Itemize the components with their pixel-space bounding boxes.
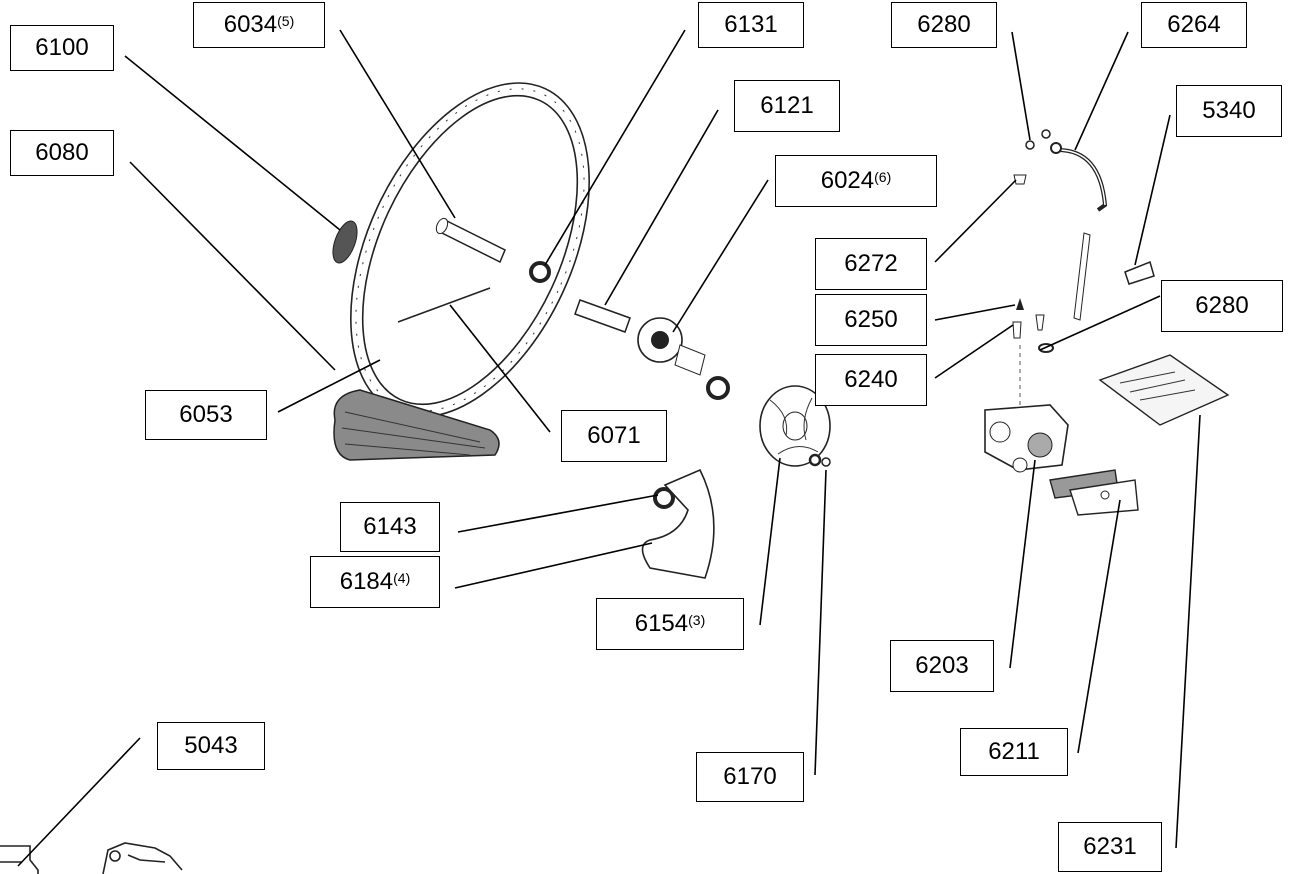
bleeder-valve — [1012, 321, 1022, 339]
label-6280-top: 6280 — [891, 2, 997, 48]
hub — [637, 317, 706, 376]
leader-6170 — [814, 469, 827, 776]
banjo-bolt — [1013, 174, 1027, 185]
spacer — [574, 299, 631, 333]
axle — [435, 217, 506, 264]
leader-6053 — [277, 359, 381, 413]
leader-6240 — [934, 324, 1014, 379]
brake-line — [1050, 142, 1108, 321]
bleeder-screw — [1035, 314, 1045, 331]
leader-6154 — [759, 457, 781, 626]
leader-6143 — [457, 494, 659, 533]
guard-bushing — [653, 487, 675, 509]
disc-bolt — [821, 457, 831, 467]
leader-6264 — [1074, 31, 1129, 151]
disc-washer — [808, 453, 822, 467]
brake-disc — [759, 385, 831, 467]
leader-6280-mid — [1039, 295, 1161, 351]
seal — [529, 261, 551, 283]
label-5043: 5043 — [157, 722, 265, 770]
gasket-kit-bag — [1098, 354, 1230, 426]
label-6071: 6071 — [561, 410, 667, 462]
washer-top — [1025, 140, 1035, 150]
label-6184: 6184(4) — [310, 556, 440, 608]
label-6100: 6100 — [10, 25, 114, 71]
leader-6121 — [604, 109, 719, 306]
leader-6071 — [449, 304, 551, 433]
leader-6131 — [544, 29, 686, 266]
leader-6211 — [1077, 499, 1121, 754]
label-6211: 6211 — [960, 728, 1068, 776]
label-6272: 6272 — [815, 238, 927, 290]
label-6053: 6053 — [145, 390, 267, 440]
label-6121: 6121 — [734, 80, 840, 132]
leader-6280-top — [1011, 31, 1031, 141]
brake-pads — [1049, 469, 1139, 516]
rim-tape — [332, 220, 358, 264]
leader-6080 — [129, 161, 336, 371]
label-6231: 6231 — [1058, 822, 1162, 872]
label-6131: 6131 — [698, 2, 804, 48]
disc-guard — [641, 468, 715, 579]
label-6280-mid: 6280 — [1161, 280, 1283, 332]
leader-6250 — [934, 304, 1016, 321]
sleeve — [1124, 260, 1155, 285]
leader-6024 — [672, 179, 769, 333]
bleeder-cap — [1016, 298, 1024, 310]
washer-top-2 — [1041, 129, 1051, 139]
brake-caliper — [984, 404, 1069, 473]
leader-6272 — [934, 179, 1017, 263]
tire-section — [333, 389, 500, 461]
spoke — [397, 287, 491, 323]
leader-6184 — [454, 542, 653, 589]
label-6240: 6240 — [815, 354, 927, 406]
cropped-parts-bottom — [0, 842, 183, 874]
label-6203: 6203 — [890, 640, 994, 692]
leader-6231 — [1175, 414, 1201, 849]
label-6034: 6034(5) — [193, 2, 325, 48]
label-6250: 6250 — [815, 294, 927, 346]
leader-6203 — [1009, 459, 1036, 669]
label-6154: 6154(3) — [596, 598, 744, 650]
leader-6100 — [124, 55, 341, 231]
leader-5043 — [17, 737, 141, 867]
label-6143: 6143 — [340, 502, 440, 552]
label-6080: 6080 — [10, 130, 114, 176]
bearing — [706, 376, 730, 400]
label-5340: 5340 — [1176, 85, 1282, 137]
label-6170: 6170 — [696, 752, 804, 802]
leader-5340 — [1134, 114, 1171, 266]
leader-6034 — [339, 29, 456, 219]
label-6264: 6264 — [1141, 2, 1247, 48]
label-6024: 6024(6) — [775, 155, 937, 207]
